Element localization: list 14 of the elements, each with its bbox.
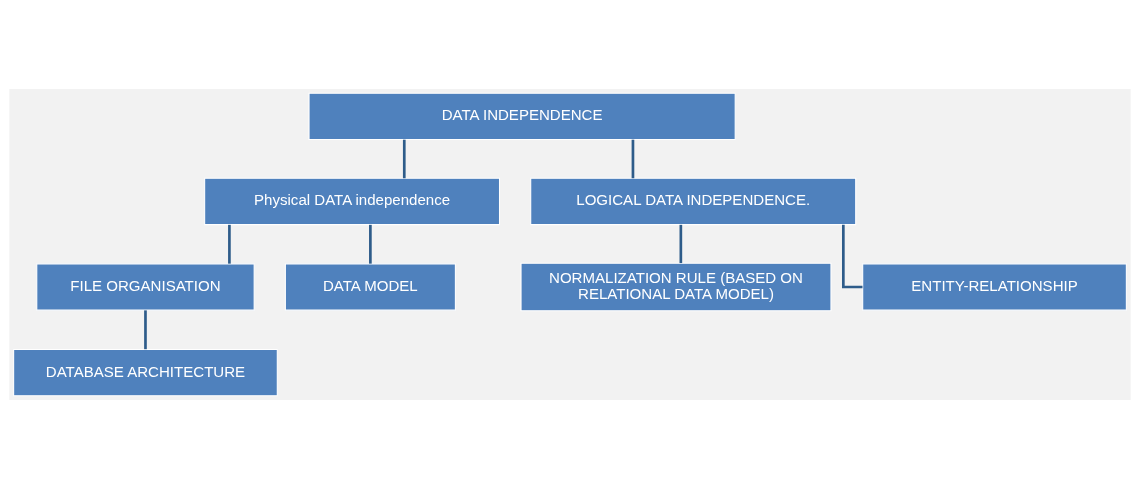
node-box: Physical DATA independence xyxy=(204,177,501,226)
node-box: DATABASE ARCHITECTURE xyxy=(13,348,278,397)
node-box: NORMALIZATION RULE (BASED ON RELATIONAL DATA MODEL) xyxy=(520,262,832,312)
node-box: FILE ORGANISATION xyxy=(36,263,255,311)
node-box: LOGICAL DATA INDEPENDENCE. xyxy=(530,177,857,226)
connector xyxy=(228,224,231,264)
connector xyxy=(144,310,147,350)
node-box: DATA INDEPENDENCE xyxy=(308,92,736,141)
connector xyxy=(402,139,406,179)
connector xyxy=(679,224,683,264)
node-box: ENTITY-RELATIONSHIP xyxy=(862,263,1127,311)
connector xyxy=(369,224,372,264)
node-box: DATA MODEL xyxy=(284,263,456,311)
connector xyxy=(631,139,635,179)
